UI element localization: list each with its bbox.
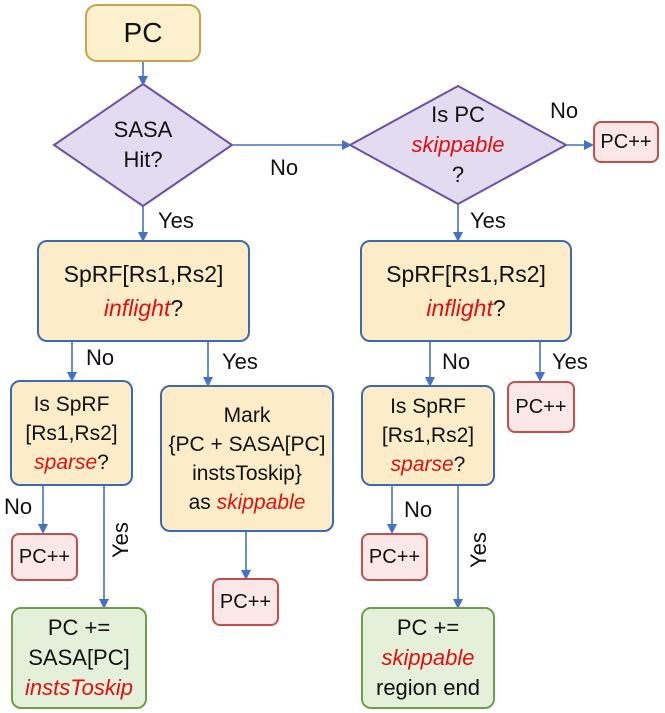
right-inflight-suffix: ? [492,295,506,321]
left-final-node: PC += SASA[PC] instsToskip [11,607,147,709]
left-sparse-node: Is SpRF [Rs1,Rs2] sparse? [10,380,133,486]
pc-increment-right-inflight: PC++ [507,381,575,433]
label-yes-left-sparse: Yes [108,522,133,558]
mark-line2: {PC + SASA[PC] [168,432,326,456]
label-no-right-inflight: No [442,349,471,374]
left-inflight-suffix: ? [170,295,184,321]
label-yes-right-sparse: Yes [466,532,491,568]
mark-skippable-node: Mark {PC + SASA[PC] instsToskip} as skip… [160,385,334,532]
pc-increment-right-sparse: PC++ [361,533,428,581]
mark-line4-prefix: as [188,490,217,514]
right-sparse-line3: sparse? [391,450,466,479]
label-no-skippable: No [550,98,579,123]
sasa-hit-text: SASA Hit? [84,112,202,178]
right-inflight-node: SpRF[Rs1,Rs2] inflight? [360,240,572,342]
left-inflight-emph: inflight [103,295,171,321]
right-inflight-line1: SpRF[Rs1,Rs2] [386,261,546,287]
left-inflight-line2: inflight? [104,291,183,325]
left-sparse-suffix: ? [97,450,109,474]
label-yes-left-inflight: Yes [222,349,258,374]
right-inflight-emph: inflight [426,295,493,321]
right-sparse-emph: sparse [390,453,454,476]
mark-line4-emph: skippable [216,490,306,514]
left-sparse-line1: Is SpRF [33,392,110,416]
label-yes-skippable: Yes [470,208,506,233]
left-sparse-emph: sparse [34,450,98,474]
sasa-hit-line1: SASA [113,117,173,142]
left-final-emph: instsToskip [24,675,133,700]
label-no-left-sparse: No [4,494,33,519]
left-sparse-line3: sparse? [34,448,109,477]
right-final-line1: PC += [396,615,460,640]
right-sparse-line1: Is SpRF [390,395,466,418]
is-pc-skippable-text: Is PC skippable ? [390,100,526,190]
mark-line1: Mark [223,403,271,427]
right-inflight-line2: inflight? [426,291,505,325]
left-sparse-line2: [Rs1,Rs2] [25,421,118,445]
right-final-emph: skippable [381,645,475,670]
sasa-hit-line2: Hit? [123,147,163,172]
is-pc-emph: skippable [411,132,505,157]
mark-line4: as skippable [189,488,306,517]
pc-increment-left-sparse: PC++ [11,533,78,581]
left-inflight-line1: SpRF[Rs1,Rs2] [63,261,224,287]
label-no-left-inflight: No [86,345,115,370]
right-sparse-line2: [Rs1,Rs2] [381,424,475,447]
label-no-right-sparse: No [404,497,433,522]
is-pc-line1: Is PC [431,102,485,127]
right-final-line3: region end [376,675,480,700]
pc-increment-mark: PC++ [212,578,279,626]
label-yes-sasa: Yes [158,208,194,233]
left-inflight-node: SpRF[Rs1,Rs2] inflight? [37,240,250,342]
label-no-sasa: No [270,155,299,180]
mark-line3: instsToskip} [192,461,302,485]
is-pc-line3: ? [451,162,465,187]
right-final-node: PC += skippable region end [361,607,495,709]
label-yes-right-inflight: Yes [552,349,588,374]
right-sparse-suffix: ? [453,453,466,476]
pc-increment-top-right: PC++ [593,121,659,163]
right-sparse-node: Is SpRF [Rs1,Rs2] sparse? [361,385,495,486]
pc-start-node: PC [85,4,201,62]
left-final-line1: PC += [47,615,111,640]
left-final-line2: SASA[PC] [28,645,130,670]
